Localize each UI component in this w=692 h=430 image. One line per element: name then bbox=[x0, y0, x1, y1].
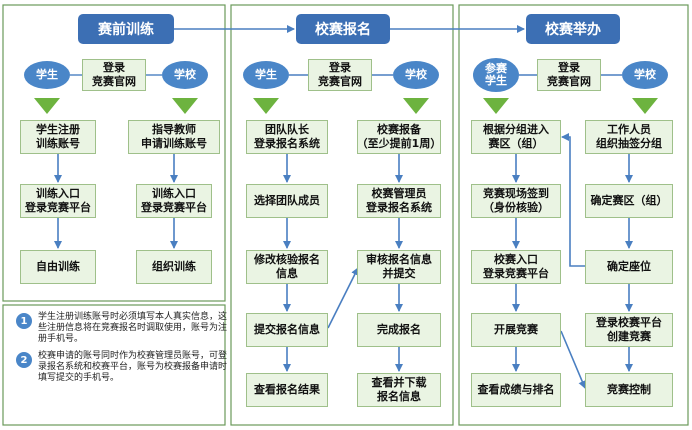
triangle-student-2 bbox=[253, 98, 279, 114]
note-number-badge: 2 bbox=[16, 352, 32, 368]
node-s2-review-submit: 审核报名信息并提交 bbox=[357, 250, 441, 284]
node-s2-team-leader: 团队队长登录报名系统 bbox=[246, 120, 328, 154]
role-contestant-oval: 参赛学生 bbox=[473, 58, 519, 92]
node-s2-modify-verify: 修改核验报名信息 bbox=[246, 250, 328, 284]
triangle-school-2 bbox=[403, 98, 429, 114]
notes-panel: 1 学生注册训练账号时必须填写本人真实信息，这些注册信息将在竞赛报名时调取使用，… bbox=[16, 312, 232, 390]
node-s3-login: 登录竞赛官网 bbox=[537, 59, 601, 91]
triangle-school-3 bbox=[632, 98, 658, 114]
arrow-s3-start-to-control bbox=[560, 330, 586, 389]
note-text: 学生注册训练账号时必须填写本人真实信息，这些注册信息将在竞赛报名时调取使用，账号… bbox=[38, 312, 228, 344]
note-number-badge: 1 bbox=[16, 313, 32, 329]
triangle-contestant-3 bbox=[483, 98, 509, 114]
section-frame-notes bbox=[2, 304, 226, 426]
node-s2-complete: 完成报名 bbox=[357, 313, 441, 347]
node-s3-create-contest: 登录校赛平台创建竞赛 bbox=[585, 313, 673, 347]
node-s2-admin-login: 校赛管理员登录报名系统 bbox=[357, 184, 441, 218]
node-s2-submit-info: 提交报名信息 bbox=[246, 313, 328, 347]
section-frame-competition bbox=[458, 4, 689, 426]
section-header-registration: 校赛报名 bbox=[296, 14, 390, 44]
node-s2-select-members: 选择团队成员 bbox=[246, 184, 328, 218]
arrow-s3-seat-to-zone bbox=[561, 133, 585, 267]
role-student-oval-1: 学生 bbox=[24, 61, 70, 89]
node-s3-view-scores: 查看成绩与排名 bbox=[471, 373, 561, 407]
node-s1-login: 登录竞赛官网 bbox=[82, 59, 146, 91]
node-s2-login: 登录竞赛官网 bbox=[308, 59, 372, 91]
node-s2-view-result: 查看报名结果 bbox=[246, 373, 328, 407]
role-school-oval-3: 学校 bbox=[622, 61, 668, 89]
node-s3-staff-draw: 工作人员组织抽签分组 bbox=[585, 120, 673, 154]
note-item: 2 校赛申请的账号同时作为校赛管理员账号，可登录报名系统和校赛平台，账号为校赛报… bbox=[16, 351, 232, 384]
role-school-oval-1: 学校 bbox=[162, 61, 208, 89]
role-school-oval-2: 学校 bbox=[393, 61, 439, 89]
triangle-student-1 bbox=[34, 98, 60, 114]
node-s1-organized-training: 组织训练 bbox=[136, 250, 212, 284]
node-s3-contest-control: 竞赛控制 bbox=[585, 373, 673, 407]
node-s3-confirm-seat: 确定座位 bbox=[585, 250, 673, 284]
node-s1-training-entry-student: 训练入口登录竞赛平台 bbox=[20, 184, 96, 218]
node-s1-training-entry-teacher: 训练入口登录竞赛平台 bbox=[136, 184, 212, 218]
node-s3-confirm-zone: 确定赛区（组） bbox=[585, 184, 673, 218]
node-s1-student-register: 学生注册训练账号 bbox=[20, 120, 96, 154]
note-text: 校赛申请的账号同时作为校赛管理员账号，可登录报名系统和校赛平台，账号为校赛报备申… bbox=[38, 351, 228, 383]
node-s2-school-report: 校赛报备（至少提前1周） bbox=[357, 120, 441, 154]
node-s3-checkin: 竞赛现场签到（身份核验） bbox=[471, 184, 561, 218]
node-s2-download-info: 查看并下载报名信息 bbox=[357, 373, 441, 407]
node-s1-teacher-apply: 指导教师申请训练账号 bbox=[128, 120, 220, 154]
note-item: 1 学生注册训练账号时必须填写本人真实信息，这些注册信息将在竞赛报名时调取使用，… bbox=[16, 312, 232, 345]
node-s3-entry: 校赛入口登录竞赛平台 bbox=[471, 250, 561, 284]
node-s1-free-training: 自由训练 bbox=[20, 250, 96, 284]
node-s3-start-contest: 开展竞赛 bbox=[471, 313, 561, 347]
section-header-pre-training: 赛前训练 bbox=[78, 14, 174, 44]
section-header-competition: 校赛举办 bbox=[526, 14, 620, 44]
section-frame-registration bbox=[230, 4, 454, 426]
triangle-school-1 bbox=[172, 98, 198, 114]
role-student-oval-2: 学生 bbox=[243, 61, 289, 89]
arrow-s2-submit-to-review bbox=[327, 267, 359, 329]
node-s3-enter-zone: 根据分组进入赛区（组） bbox=[471, 120, 561, 154]
section-frame-pre-training bbox=[2, 4, 226, 302]
